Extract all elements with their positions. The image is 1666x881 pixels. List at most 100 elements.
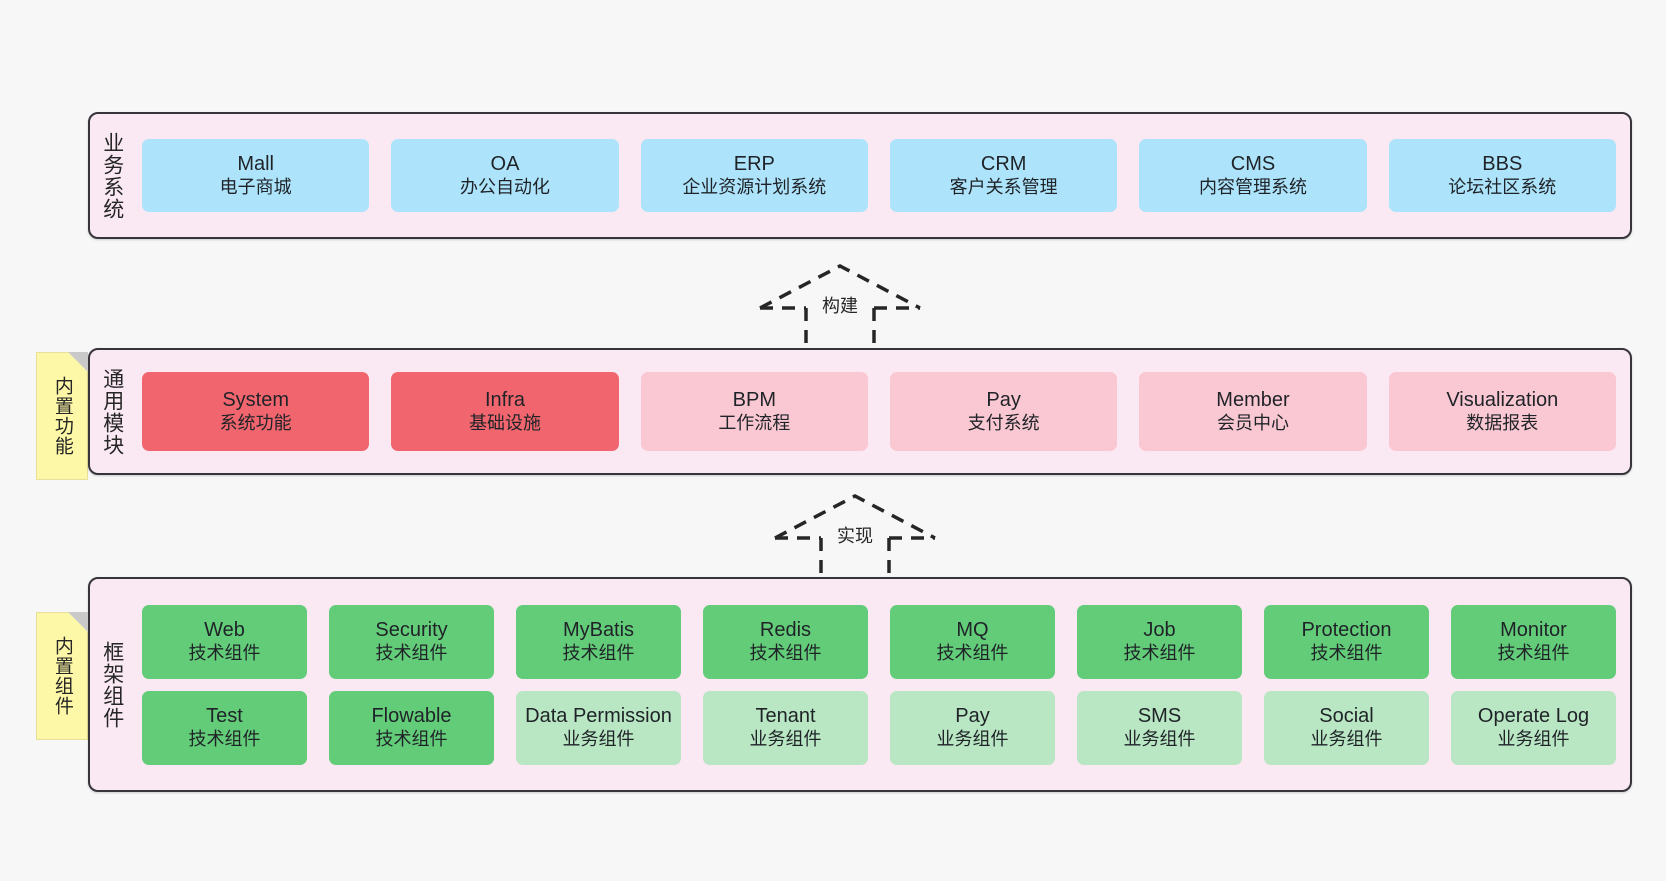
layer-label-framework-component: 框架组件: [100, 640, 124, 729]
node-monitor[interactable]: Monitor 技术组件: [1451, 604, 1616, 679]
node-subtitle: 支付系统: [967, 412, 1040, 433]
connector-label: 实现: [837, 526, 873, 546]
node-test[interactable]: Test 技术组件: [142, 690, 307, 765]
node-title: Protection: [1301, 619, 1392, 642]
node-title: Social: [1319, 705, 1374, 728]
node-oa[interactable]: OA 办公自动化: [391, 139, 619, 212]
layer-label-business-system: 业务系统: [100, 131, 124, 220]
layer-label-general-module: 通用模块: [100, 367, 124, 456]
node-title: SMS: [1137, 705, 1182, 728]
node-operate-log[interactable]: Operate Log 业务组件: [1451, 690, 1616, 765]
node-title: CMS: [1230, 153, 1276, 176]
box-row: System 系统功能 Infra 基础设施 BPM 工作流程 Pay 支付系统…: [142, 372, 1616, 451]
node-mq[interactable]: MQ 技术组件: [890, 604, 1055, 679]
node-title: Tenant: [755, 705, 816, 728]
node-cms[interactable]: CMS 内容管理系统: [1139, 139, 1367, 212]
box-row: Mall 电子商城 OA 办公自动化 ERP 企业资源计划系统 CRM 客户关系…: [142, 139, 1616, 212]
node-subtitle: 工作流程: [718, 412, 791, 433]
node-sms[interactable]: SMS 业务组件: [1077, 690, 1242, 765]
connector-label: 构建: [822, 296, 858, 316]
node-mybatis[interactable]: MyBatis 技术组件: [516, 604, 681, 679]
layer-business-system: 业务系统 Mall 电子商城 OA 办公自动化 ERP 企业资源计划系统 CRM…: [88, 112, 1632, 239]
node-subtitle: 内容管理系统: [1198, 176, 1307, 197]
node-subtitle: 业务组件: [1123, 728, 1196, 749]
node-title: Security: [375, 619, 448, 642]
node-title: BBS: [1482, 153, 1523, 176]
node-bbs[interactable]: BBS 论坛社区系统: [1388, 139, 1616, 212]
note-text: 内置功能: [51, 376, 73, 456]
node-title: Pay: [986, 389, 1021, 412]
node-title: Redis: [759, 619, 812, 642]
note-builtin-component: 内置组件: [36, 612, 88, 740]
node-subtitle: 电子商城: [219, 176, 292, 197]
node-subtitle: 业务组件: [749, 728, 822, 749]
node-subtitle: 技术组件: [188, 728, 261, 749]
node-social[interactable]: Social 业务组件: [1264, 690, 1429, 765]
node-pay[interactable]: Pay 支付系统: [889, 372, 1118, 451]
node-subtitle: 技术组件: [188, 642, 261, 663]
node-subtitle: 系统功能: [219, 412, 292, 433]
node-title: Flowable: [371, 705, 452, 728]
node-erp[interactable]: ERP 企业资源计划系统: [640, 139, 868, 212]
node-mall[interactable]: Mall 电子商城: [142, 139, 370, 212]
node-title: Pay: [955, 705, 990, 728]
layer-framework-component: 框架组件 Web 技术组件 Security 技术组件 MyBatis 技术组件…: [88, 577, 1632, 792]
node-protection[interactable]: Protection 技术组件: [1264, 604, 1429, 679]
node-title: Data Permission: [525, 705, 672, 728]
node-title: Infra: [484, 389, 525, 412]
node-redis[interactable]: Redis 技术组件: [703, 604, 868, 679]
node-web[interactable]: Web 技术组件: [142, 604, 307, 679]
node-security[interactable]: Security 技术组件: [329, 604, 494, 679]
layer-general-boxes: System 系统功能 Infra 基础设施 BPM 工作流程 Pay 支付系统…: [134, 350, 1630, 473]
node-tenant[interactable]: Tenant 业务组件: [703, 690, 868, 765]
connector-build: 构建: [750, 258, 930, 358]
layer-general-module: 通用模块 System 系统功能 Infra 基础设施 BPM 工作流程 Pay…: [88, 348, 1632, 475]
node-system[interactable]: System 系统功能: [142, 372, 370, 451]
node-pay-business[interactable]: Pay 业务组件: [890, 690, 1055, 765]
node-subtitle: 数据报表: [1466, 412, 1539, 433]
node-subtitle: 企业资源计划系统: [682, 176, 827, 197]
node-flowable[interactable]: Flowable 技术组件: [329, 690, 494, 765]
node-subtitle: 业务组件: [1497, 728, 1570, 749]
node-subtitle: 业务组件: [936, 728, 1009, 749]
node-title: Web: [204, 619, 245, 642]
node-subtitle: 技术组件: [1497, 642, 1570, 663]
node-title: OA: [490, 153, 520, 176]
node-job[interactable]: Job 技术组件: [1077, 604, 1242, 679]
node-subtitle: 办公自动化: [459, 176, 550, 197]
node-member[interactable]: Member 会员中心: [1139, 372, 1367, 451]
node-subtitle: 论坛社区系统: [1448, 176, 1557, 197]
node-subtitle: 客户关系管理: [949, 176, 1058, 197]
node-title: ERP: [733, 153, 775, 176]
node-subtitle: 会员中心: [1216, 412, 1289, 433]
node-subtitle: 技术组件: [936, 642, 1009, 663]
node-title: Monitor: [1500, 619, 1567, 642]
node-subtitle: 技术组件: [1310, 642, 1383, 663]
node-subtitle: 技术组件: [562, 642, 635, 663]
node-visualization[interactable]: Visualization 数据报表: [1388, 372, 1616, 451]
note-builtin-function: 内置功能: [36, 352, 88, 480]
box-row: Test 技术组件 Flowable 技术组件 Data Permission …: [142, 690, 1616, 765]
node-subtitle: 技术组件: [749, 642, 822, 663]
node-title: Job: [1143, 619, 1176, 642]
node-bpm[interactable]: BPM 工作流程: [640, 372, 868, 451]
node-subtitle: 基础设施: [468, 412, 541, 433]
node-title: CRM: [980, 153, 1027, 176]
node-title: System: [222, 389, 289, 412]
node-subtitle: 业务组件: [562, 728, 635, 749]
layer-business-boxes: Mall 电子商城 OA 办公自动化 ERP 企业资源计划系统 CRM 客户关系…: [134, 114, 1630, 237]
node-title: MQ: [956, 619, 989, 642]
node-crm[interactable]: CRM 客户关系管理: [889, 139, 1118, 212]
node-title: Test: [206, 705, 243, 728]
node-subtitle: 业务组件: [1310, 728, 1383, 749]
node-subtitle: 技术组件: [1123, 642, 1196, 663]
node-infra[interactable]: Infra 基础设施: [391, 372, 619, 451]
node-data-permission[interactable]: Data Permission 业务组件: [516, 690, 681, 765]
node-title: Mall: [237, 153, 274, 176]
node-title: Member: [1216, 389, 1290, 412]
node-title: Operate Log: [1477, 705, 1590, 728]
node-subtitle: 技术组件: [375, 728, 448, 749]
node-title: Visualization: [1446, 389, 1559, 412]
note-text: 内置组件: [51, 636, 73, 716]
